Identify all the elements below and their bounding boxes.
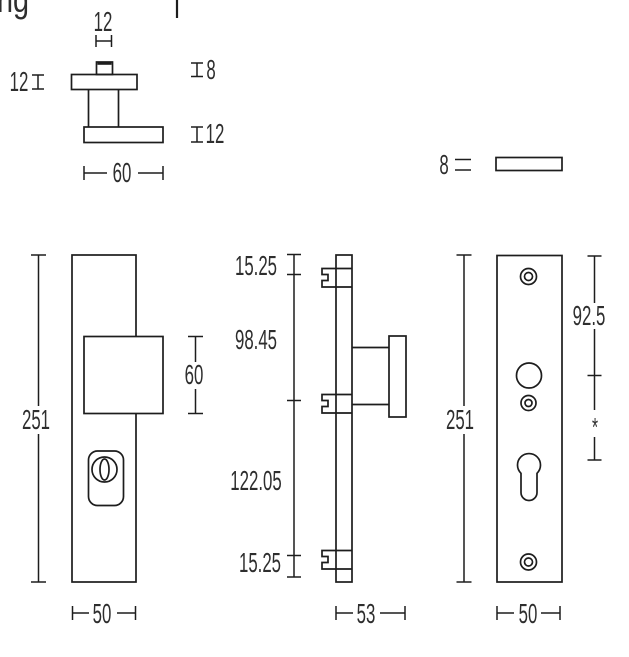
- guard-key-slot: [99, 458, 110, 481]
- side-plate: [335, 254, 353, 583]
- front-width-label: 50: [92, 598, 112, 629]
- guard-rosette-circle: [91, 456, 118, 483]
- back-spindle-dist-label: 92.5: [572, 300, 606, 331]
- side-seg-top-label: 15.25: [234, 250, 278, 281]
- plate-edge-strip-view: [455, 156, 563, 172]
- screw-hole-top-outer: [519, 267, 538, 286]
- fixing-hole-inner: [524, 398, 533, 408]
- fixing-clip-middle: [321, 393, 352, 414]
- corner-text-fragment: ng: [0, 0, 29, 18]
- spindle-width-label: 12: [93, 6, 113, 37]
- screw-hole-bottom-outer: [519, 553, 538, 571]
- spindle-height-label: 8: [206, 54, 216, 85]
- spindle-hole: [515, 362, 543, 389]
- knob-thickness-label: 12: [205, 118, 225, 149]
- spindle-height-dim: [191, 62, 203, 78]
- back-width-dim: [496, 606, 561, 620]
- front-plate: [71, 254, 137, 583]
- front-height-dim: [31, 254, 46, 583]
- front-height-label: 251: [21, 404, 51, 435]
- front-knob-size-dim: [188, 335, 203, 415]
- back-height-label: 251: [445, 404, 475, 435]
- back-center-dist-label: *: [591, 412, 599, 442]
- rose-thickness-dim: [32, 74, 44, 90]
- strip-thickness-label: 8: [439, 149, 449, 180]
- front-view: [71, 254, 164, 583]
- front-knob-size-label: 60: [184, 359, 204, 390]
- fixing-clip-bottom: [321, 549, 352, 570]
- front-view-dimensions: [31, 254, 203, 620]
- side-view: [321, 254, 407, 583]
- euro-cylinder-hole: [516, 452, 542, 502]
- knob-thickness-dim: [191, 126, 203, 143]
- screw-hole-top-inner: [523, 271, 534, 282]
- front-knob-square: [83, 335, 164, 415]
- back-centers-dim: [587, 255, 602, 461]
- strip-thickness-dim: [455, 158, 471, 171]
- side-depth-dim: [335, 606, 406, 620]
- side-view-dimensions: [287, 253, 406, 620]
- back-width-label: 50: [518, 598, 538, 629]
- side-seg-lower-label: 122.05: [230, 465, 282, 496]
- knob-face-section: [83, 126, 164, 144]
- side-seg-bottom-label: 15.25: [238, 547, 282, 578]
- spindle-width-dim: [95, 35, 113, 47]
- side-depth-label: 53: [356, 598, 376, 629]
- fixing-hole-outer: [520, 394, 537, 412]
- knob-width-label: 60: [112, 157, 132, 188]
- fixing-clip-top: [321, 267, 352, 288]
- back-plate: [496, 254, 563, 583]
- side-segment-dim-line: [287, 253, 301, 578]
- back-view-dimensions: [456, 254, 602, 620]
- side-knob-disc: [388, 335, 407, 418]
- knob-width-dim: [83, 166, 164, 180]
- front-width-dim: [71, 606, 137, 620]
- knob-profile-view: [70, 61, 164, 144]
- rose-thickness-label: 12: [9, 66, 29, 97]
- rose-plate: [70, 73, 138, 91]
- back-view: [496, 254, 563, 583]
- plate-edge-strip: [495, 156, 563, 172]
- knob-profile-dimensions: [32, 35, 203, 180]
- side-seg-upper-label: 98.45: [234, 324, 278, 355]
- back-height-dim: [456, 254, 472, 583]
- screw-hole-bottom-inner: [523, 557, 534, 567]
